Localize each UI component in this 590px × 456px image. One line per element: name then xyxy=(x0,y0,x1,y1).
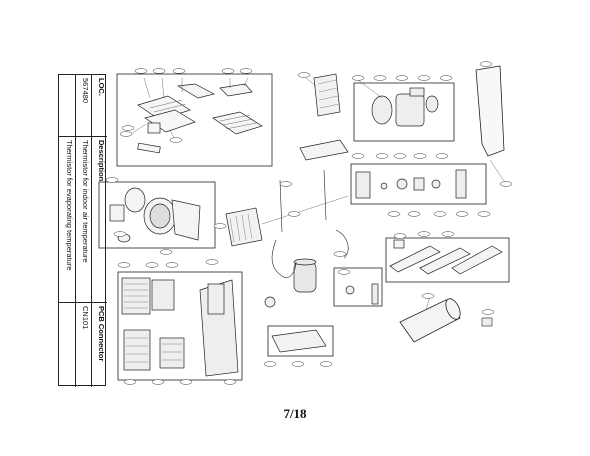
part-callout xyxy=(117,262,131,268)
part-callout xyxy=(239,68,253,74)
part-callout xyxy=(417,231,431,237)
blower-fan-parts xyxy=(109,187,201,243)
part-callout xyxy=(165,262,179,268)
part-callout xyxy=(121,125,135,131)
part-callout xyxy=(113,231,127,237)
part-callout xyxy=(152,68,166,74)
base-pan xyxy=(264,296,327,353)
fan-motor-parts xyxy=(371,87,439,127)
part-callout xyxy=(223,379,237,385)
group-box-blower xyxy=(98,181,216,249)
part-callout xyxy=(351,153,365,159)
group-box-base xyxy=(267,325,334,357)
front-cover-parts xyxy=(137,83,263,154)
part-callout xyxy=(373,75,387,81)
side-panel xyxy=(475,65,505,157)
base-plate xyxy=(299,139,349,161)
part-callout xyxy=(439,75,453,81)
part-callout xyxy=(433,211,447,217)
page-number: 7/18 xyxy=(283,406,307,421)
part-callout xyxy=(337,269,351,275)
part-callout xyxy=(441,231,455,237)
group-box-front-cover xyxy=(116,73,273,167)
part-callout xyxy=(479,61,493,67)
part-callout xyxy=(455,211,469,217)
capacitor-parts xyxy=(345,283,379,305)
part-callout xyxy=(145,262,159,268)
part-callout xyxy=(421,293,435,299)
rear-panel-parts xyxy=(121,277,239,377)
connector-header: PCB Connector xyxy=(91,303,107,387)
part-callout xyxy=(205,259,219,265)
part-callout xyxy=(333,251,347,257)
part-callout xyxy=(291,361,305,367)
part-callout xyxy=(105,177,119,183)
part-callout xyxy=(387,211,401,217)
part-callout xyxy=(279,181,293,187)
part-callout xyxy=(395,75,409,81)
connector-cell: CN101 xyxy=(75,303,91,387)
group-box-fan-motor xyxy=(353,82,455,142)
part-callout xyxy=(481,309,495,315)
part-callout xyxy=(134,68,148,74)
loc-header: LOC. xyxy=(91,75,107,137)
loc-cell xyxy=(59,75,75,137)
part-callout xyxy=(417,75,431,81)
part-callout xyxy=(319,361,333,367)
parts-description-table: LOC. Description PCB Connector 567480 Th… xyxy=(58,74,107,387)
description-cell: Thermistor for evaporating temperature xyxy=(59,137,75,303)
group-box-window-kit xyxy=(385,237,510,283)
group-box-control xyxy=(350,163,487,205)
part-callout xyxy=(375,153,389,159)
part-callout xyxy=(179,379,193,385)
part-callout xyxy=(297,72,311,78)
part-callout xyxy=(123,379,137,385)
group-box-rear-panel xyxy=(117,271,243,381)
condenser-coil xyxy=(313,73,341,117)
description-cell: Thermistor for indoor air temperature xyxy=(75,137,91,303)
window-kit-panels xyxy=(389,239,503,275)
part-callout xyxy=(477,211,491,217)
part-callout xyxy=(499,181,513,187)
part-callout xyxy=(151,379,165,385)
part-callout xyxy=(393,153,407,159)
part-callout xyxy=(287,211,301,217)
group-box-capacitor xyxy=(333,267,383,307)
part-callout xyxy=(213,223,227,229)
control-parts xyxy=(355,169,467,199)
part-callout xyxy=(393,233,407,239)
part-callout xyxy=(221,68,235,74)
part-callout xyxy=(413,153,427,159)
window-bracket xyxy=(481,317,493,327)
compressor xyxy=(293,258,317,293)
part-callout xyxy=(119,131,133,137)
description-header: Description xyxy=(91,137,107,303)
part-callout xyxy=(263,361,277,367)
part-callout xyxy=(407,211,421,217)
connector-cell xyxy=(59,303,75,387)
loc-cell: 567480 xyxy=(75,75,91,137)
part-callout xyxy=(351,75,365,81)
exhaust-hose xyxy=(399,298,461,343)
part-callout xyxy=(159,249,173,255)
part-callout xyxy=(172,68,186,74)
part-callout xyxy=(435,153,449,159)
part-callout xyxy=(169,137,183,143)
